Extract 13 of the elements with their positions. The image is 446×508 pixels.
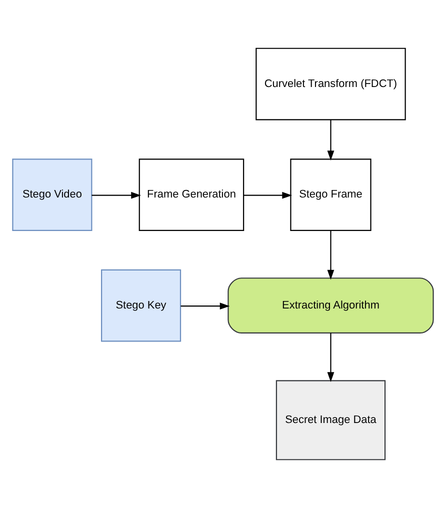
node-box: Frame Generation — [138, 158, 244, 231]
node-box: Secret Image Data — [276, 380, 386, 460]
node-box: Curvelet Transform (FDCT) — [256, 48, 406, 120]
arrow — [92, 192, 141, 199]
arrow — [180, 302, 230, 310]
node-box: Stego Key — [101, 269, 182, 342]
arrow — [244, 192, 292, 199]
arrow — [327, 230, 334, 280]
arrow — [327, 333, 334, 382]
node-box: Stego Video — [12, 158, 92, 231]
node-box: Extracting Algorithm — [228, 278, 434, 334]
node-box: Stego Frame — [290, 158, 372, 231]
arrow — [327, 120, 334, 160]
